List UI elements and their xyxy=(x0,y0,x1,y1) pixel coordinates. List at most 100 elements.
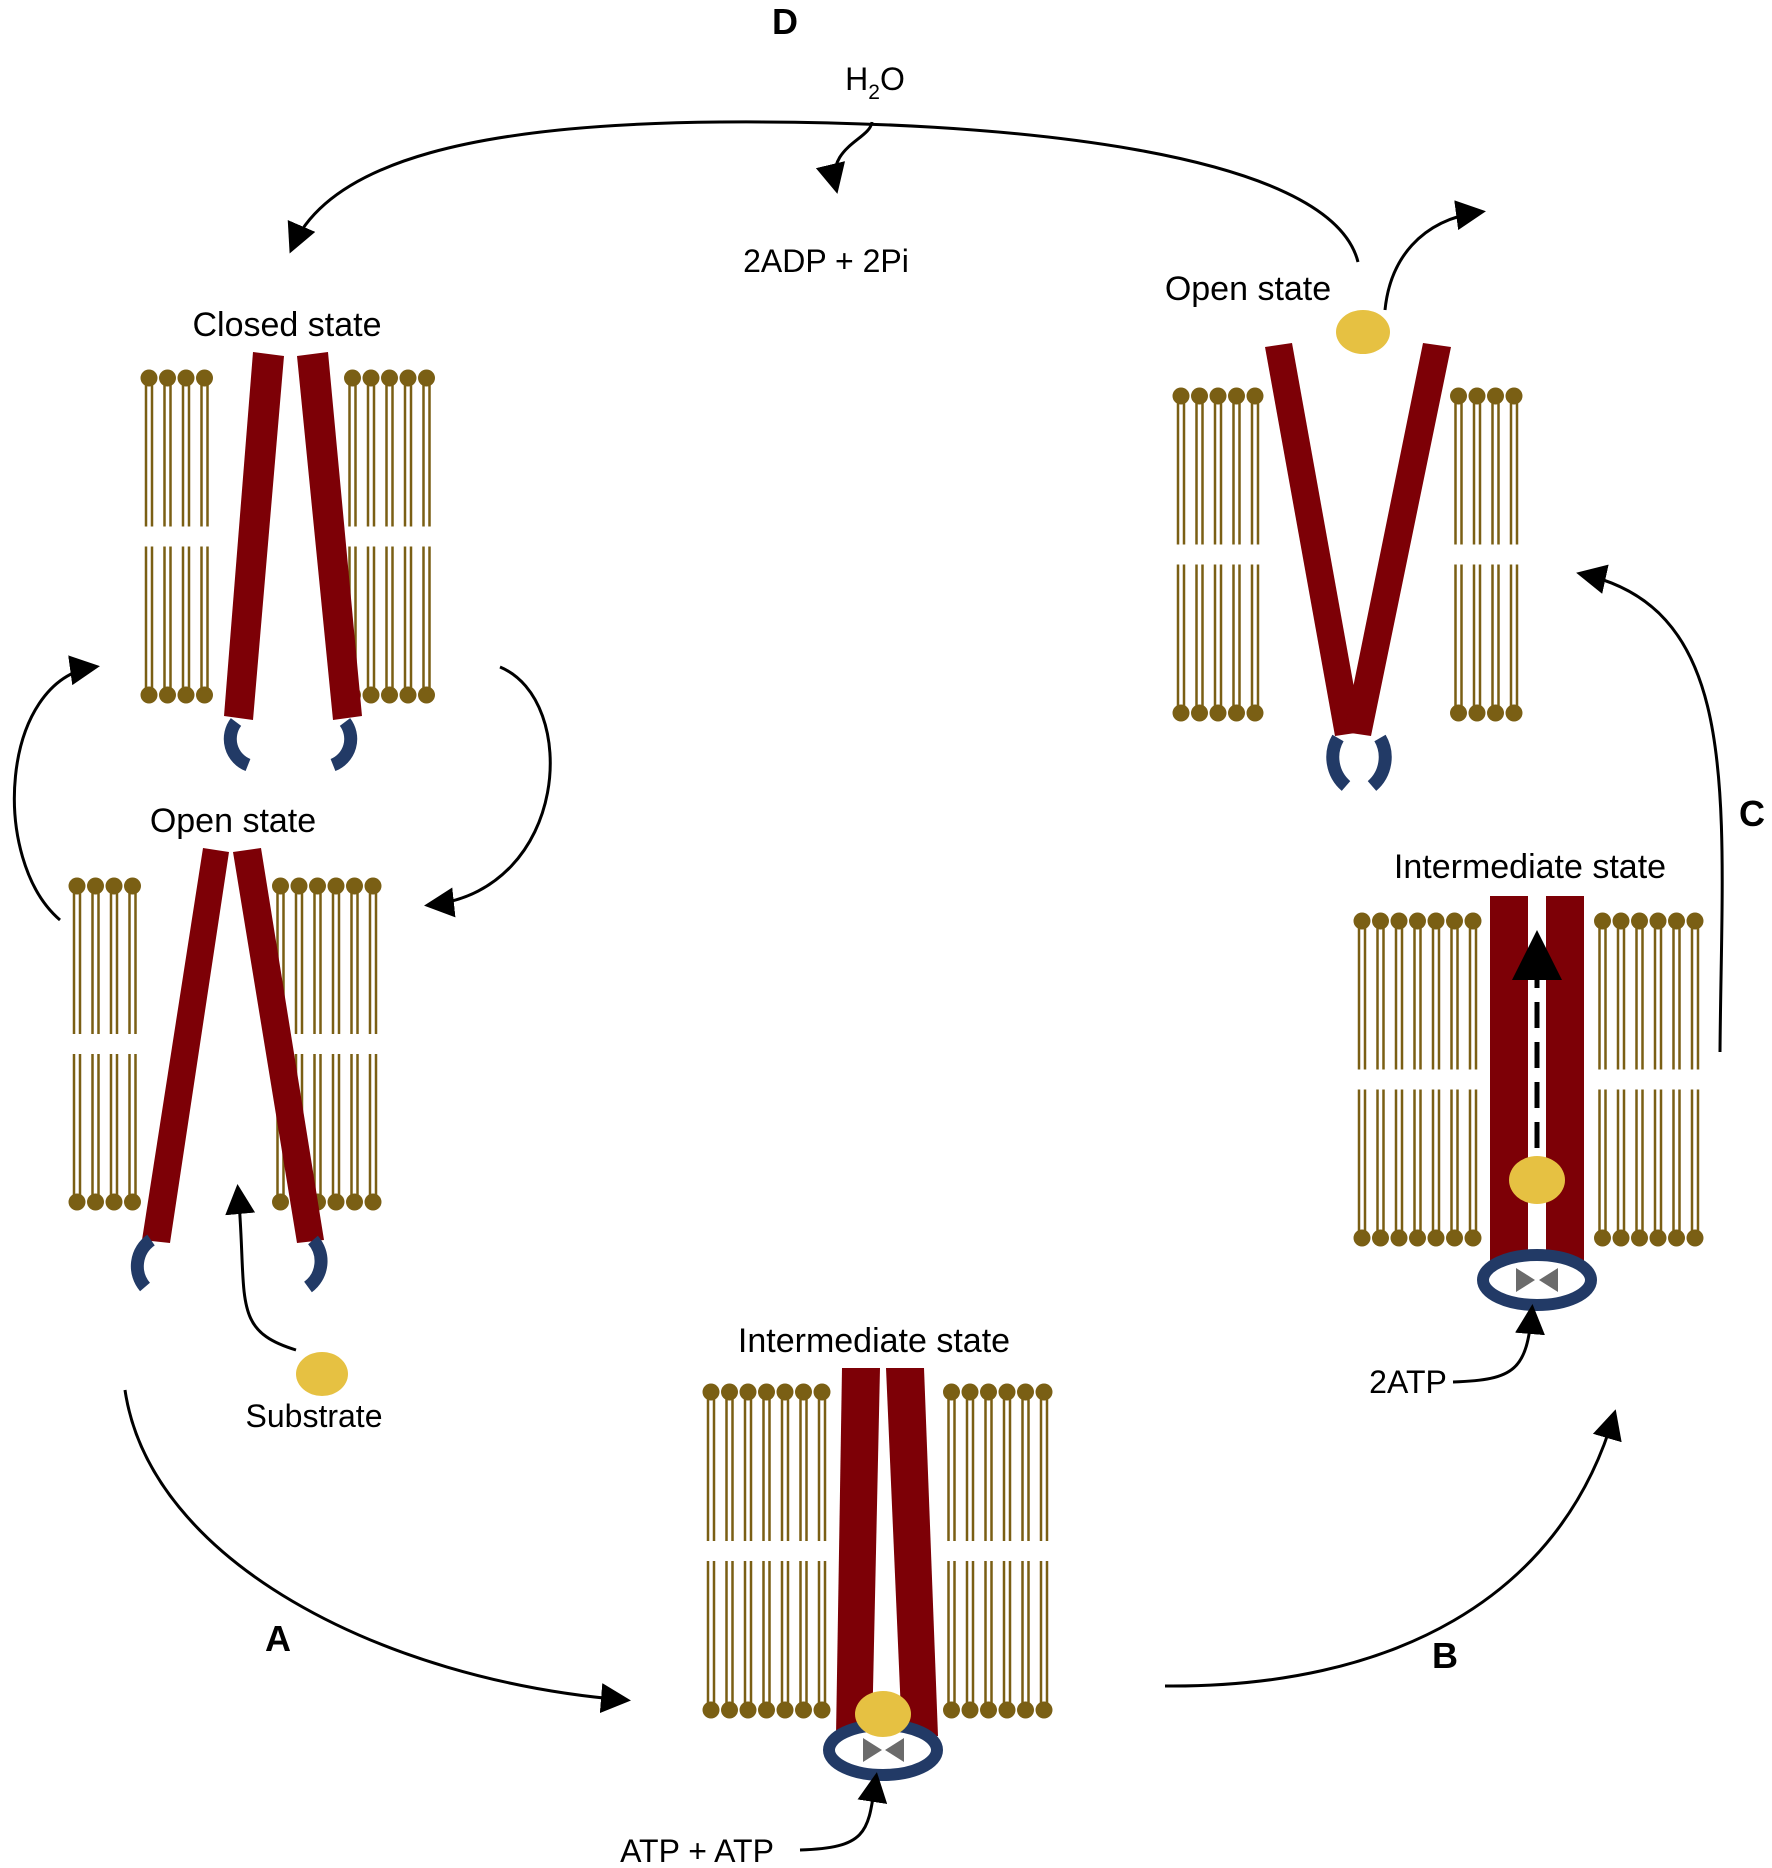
atp-pair-label: ATP + ATP xyxy=(620,1833,774,1868)
lipid-head xyxy=(1612,1229,1630,1247)
water-label: H2O xyxy=(845,61,905,104)
open-state-right: Open state xyxy=(1165,200,1486,791)
intermediate-state-bottom: Intermediate state ATP + ATP xyxy=(620,1322,1010,1868)
nbd-left xyxy=(223,718,251,772)
membrane-intermediate-right xyxy=(1353,912,1704,1247)
step-label-a: A xyxy=(265,1618,291,1659)
lipid-head xyxy=(1017,1383,1034,1401)
lipid-head xyxy=(1228,704,1245,722)
nbd-right xyxy=(303,1235,328,1293)
lipid-head xyxy=(1228,387,1245,405)
lipid-head xyxy=(346,1193,363,1211)
lipid-head xyxy=(961,1701,979,1719)
lipid-head xyxy=(1390,912,1408,930)
lipid-head xyxy=(1017,1701,1034,1719)
cycle-arrows xyxy=(12,120,1724,1713)
water-h: H xyxy=(845,61,868,97)
lipid-head xyxy=(1353,912,1371,930)
lipid-head xyxy=(159,369,176,387)
lipid-head xyxy=(364,877,382,895)
substrate-label: Substrate xyxy=(246,1398,383,1434)
helix-left xyxy=(224,352,284,720)
lipid-head xyxy=(87,877,104,895)
lipid-head xyxy=(998,1383,1016,1401)
atp-binding-arrow xyxy=(799,1772,888,1852)
lipid-head xyxy=(1594,912,1611,930)
lipid-head xyxy=(140,686,158,704)
arrow-water-hydrolysis xyxy=(815,121,874,194)
lipid-head xyxy=(364,1193,382,1211)
substrate-molecule xyxy=(1509,1156,1565,1204)
lipid-head xyxy=(1035,1383,1053,1401)
lipid-head xyxy=(327,1193,345,1211)
helix-right xyxy=(297,352,362,720)
closed-state-label: Closed state xyxy=(193,306,382,344)
lipid-head xyxy=(943,1383,960,1401)
intermediate-state-right: Intermediate state 2ATP xyxy=(1369,848,1666,1400)
lipid-head xyxy=(1649,1229,1667,1247)
lipid-head xyxy=(362,686,380,704)
lipid-head xyxy=(961,1383,979,1401)
atp-left xyxy=(1516,1268,1535,1292)
lipid-head xyxy=(776,1701,794,1719)
open-state-left: Open state Substrate xyxy=(130,802,383,1434)
lipid-head xyxy=(418,369,435,387)
lipid-head xyxy=(1353,1229,1371,1247)
lipid-head xyxy=(1686,1229,1704,1247)
lipid-head xyxy=(399,369,417,387)
lipid-head xyxy=(177,369,195,387)
lipid-head xyxy=(702,1701,720,1719)
lipid-head xyxy=(758,1701,775,1719)
lipid-head xyxy=(1649,912,1667,930)
lipid-head xyxy=(159,686,176,704)
lipid-head xyxy=(140,369,158,387)
helix-right xyxy=(233,848,324,1243)
lipid-head xyxy=(1427,1229,1445,1247)
lipid-head xyxy=(1209,387,1227,405)
lipid-head xyxy=(813,1383,831,1401)
lipid-head xyxy=(68,1193,86,1211)
intermediate-state-right-label: Intermediate state xyxy=(1394,848,1666,886)
lipid-head xyxy=(1172,387,1190,405)
lipid-head xyxy=(399,686,417,704)
atp-left xyxy=(863,1738,882,1762)
step-label-c: C xyxy=(1739,793,1765,834)
lipid-head xyxy=(1427,912,1445,930)
lipid-head xyxy=(124,877,141,895)
atp-right xyxy=(885,1738,904,1762)
closed-state-left: Closed state xyxy=(193,306,382,772)
lipid-head xyxy=(1612,912,1630,930)
arrow-c xyxy=(1576,564,1724,1053)
lipid-head xyxy=(196,369,213,387)
helix-left xyxy=(142,848,229,1243)
substrate-molecule xyxy=(855,1691,911,1737)
step-label-b: B xyxy=(1432,1635,1458,1676)
lipid-head xyxy=(362,369,380,387)
lipid-head xyxy=(418,686,435,704)
membrane-open-left xyxy=(68,877,382,1211)
membrane-closed-left xyxy=(140,369,435,704)
lipid-head xyxy=(1464,912,1482,930)
lipid-head xyxy=(124,1193,141,1211)
lipid-head xyxy=(1409,912,1426,930)
helix-left xyxy=(1265,343,1362,736)
lipid-head xyxy=(1191,704,1208,722)
lipid-head xyxy=(1631,912,1648,930)
lipid-head xyxy=(1372,912,1389,930)
lipid-head xyxy=(1172,704,1190,722)
membrane-intermediate-bottom xyxy=(702,1383,1053,1719)
lipid-head xyxy=(1209,704,1227,722)
lipid-head xyxy=(1191,387,1208,405)
lipid-head xyxy=(327,877,345,895)
intermediate-state-bottom-label: Intermediate state xyxy=(738,1322,1010,1360)
lipid-head xyxy=(1468,704,1486,722)
helix-right xyxy=(1344,343,1451,736)
lipid-head xyxy=(721,1701,738,1719)
lipid-head xyxy=(381,369,398,387)
lipid-head xyxy=(1668,912,1685,930)
substrate-release-arrow xyxy=(1383,200,1486,311)
lipid-head xyxy=(344,369,361,387)
lipid-head xyxy=(1487,704,1504,722)
lipid-head xyxy=(1246,387,1264,405)
